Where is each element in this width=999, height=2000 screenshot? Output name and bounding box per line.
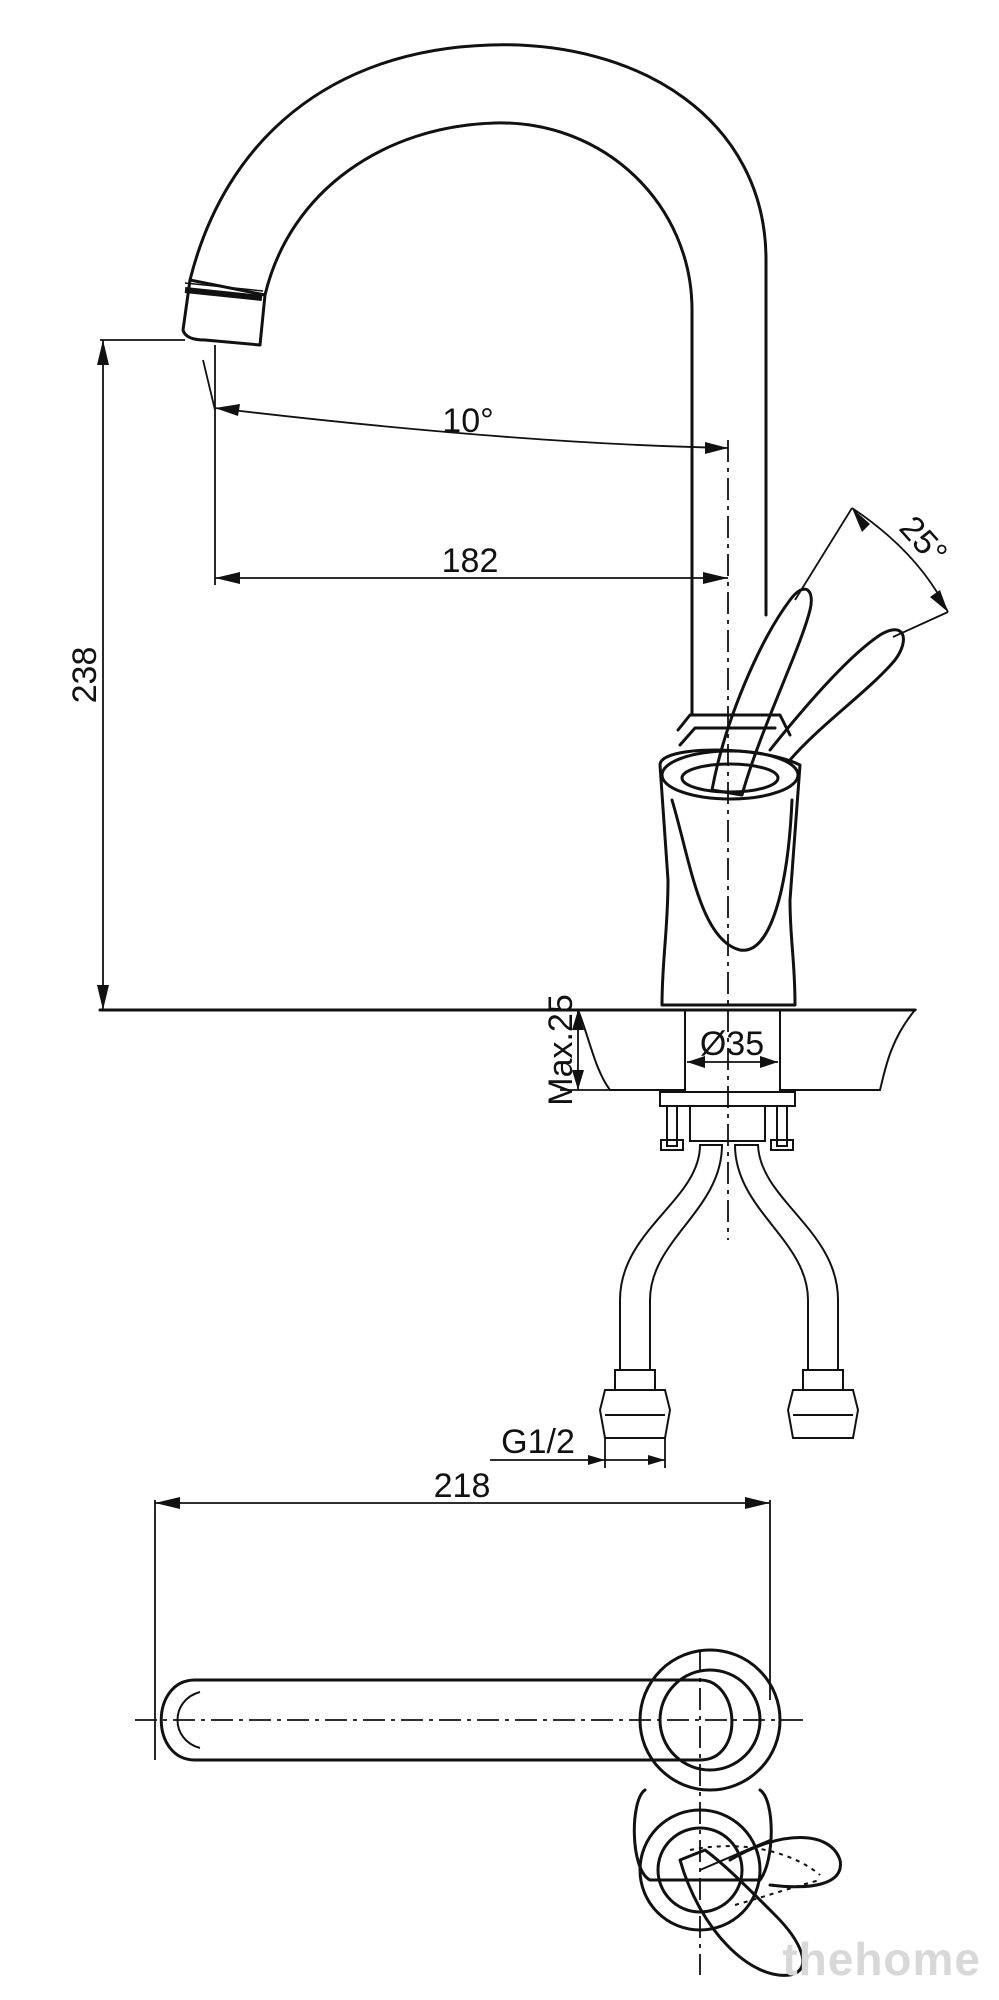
dim-lever-angle: 25° [794, 507, 955, 638]
dim-reach: 182 [214, 345, 728, 585]
dim-top-length: 218 [154, 1467, 771, 1760]
mounting-hardware [659, 1091, 796, 1151]
dim-counter-thickness-label: Max.25 [542, 994, 580, 1106]
countertop-section [98, 1008, 918, 1091]
watermark-logo: thehome [782, 1933, 981, 1985]
dim-height: 238 [66, 339, 185, 1010]
spout [181, 43, 768, 717]
dim-spout-angle: 10° [202, 359, 729, 454]
dim-spout-angle-label: 10° [442, 402, 493, 440]
top-view: 218 [135, 1467, 842, 1977]
dim-height-label: 238 [66, 647, 104, 704]
mixer-body [658, 713, 802, 1007]
dim-hole-diameter: Ø35 [687, 1025, 778, 1068]
lever-handle [710, 587, 905, 797]
dim-reach-label: 182 [442, 542, 499, 580]
dim-top-length-label: 218 [434, 1467, 491, 1505]
dim-thread-label: G1/2 [501, 1423, 575, 1461]
flexible-hoses [598, 1144, 860, 1439]
dim-hole-diameter-label: Ø35 [700, 1025, 764, 1063]
dim-thread: G1/2 [490, 1423, 666, 1468]
side-view: 238 182 10° 25° [66, 43, 955, 1468]
dim-counter-thickness: Max.25 [542, 994, 610, 1106]
dim-lever-angle-label: 25° [892, 509, 955, 573]
